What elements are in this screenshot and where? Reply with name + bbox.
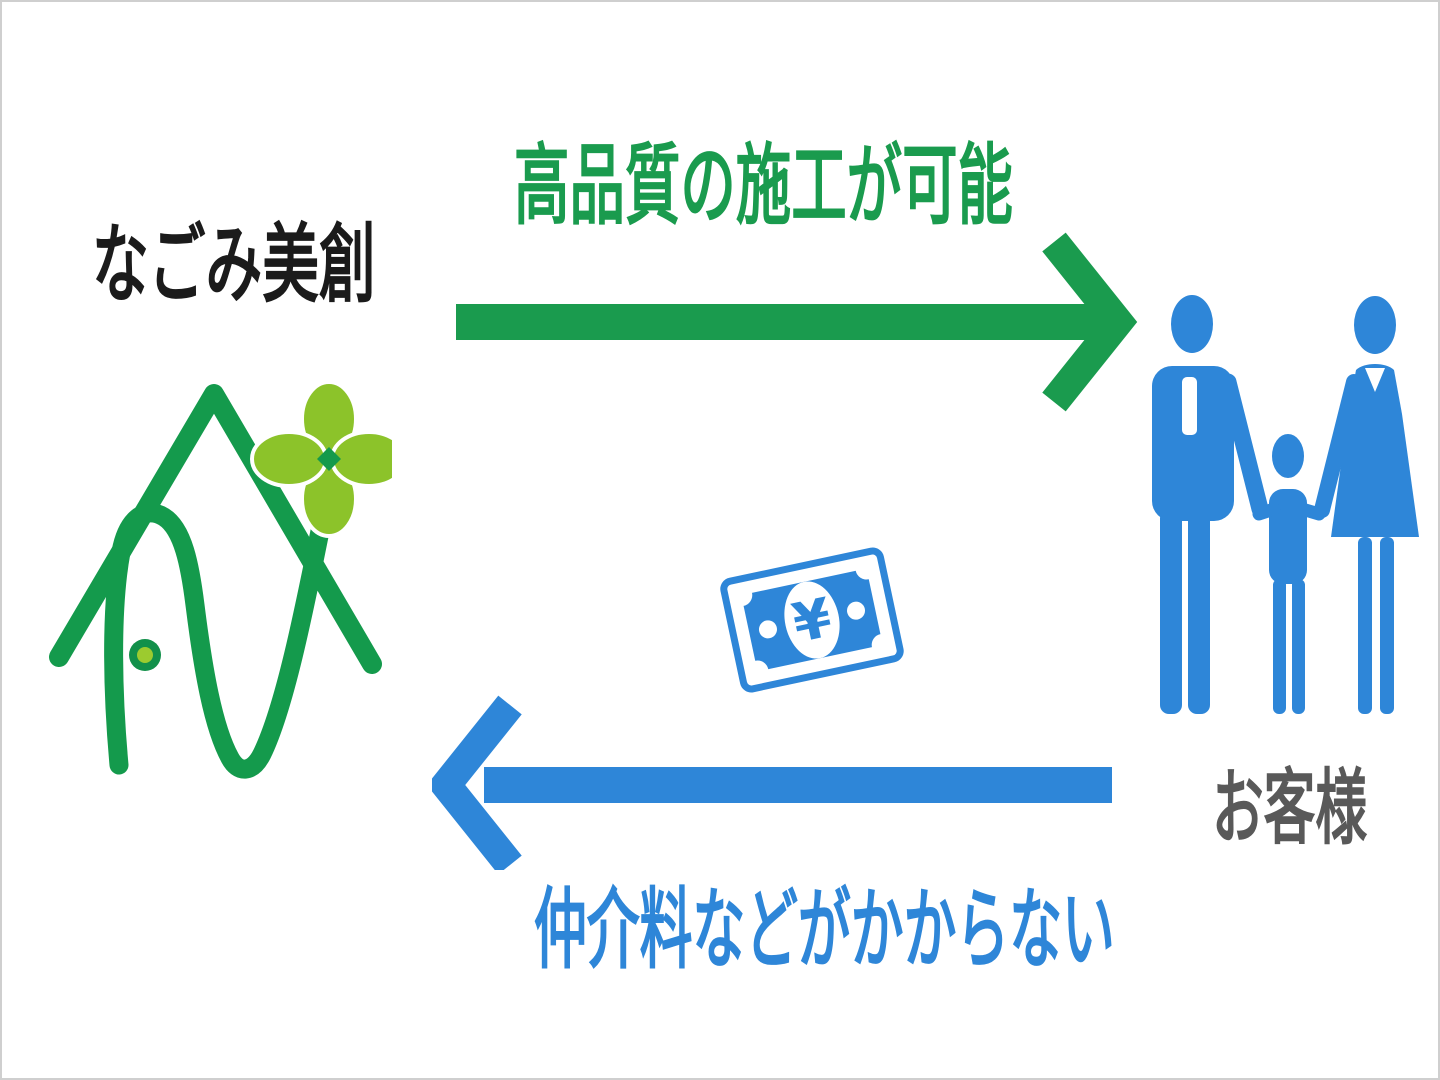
bill-center-oval	[784, 581, 840, 659]
calligraphy-stroke	[104, 501, 334, 779]
arrow-head	[432, 695, 522, 870]
company-name: なごみ美創	[92, 217, 376, 313]
money-bill-icon: ¥	[720, 547, 904, 693]
top-flow-label: 高品質の施工が可能	[514, 136, 1013, 235]
bottom-flow-label: 仲介料などがかからない	[534, 880, 1115, 979]
mother-neckline	[1365, 368, 1385, 392]
arrow-shaft	[456, 304, 1102, 340]
door-dot-center	[137, 647, 153, 663]
blue-arrow-left	[432, 695, 1112, 870]
house-clover-logo	[49, 380, 392, 779]
family-icon	[1152, 295, 1419, 714]
arrow-shaft	[484, 767, 1112, 803]
father-tie-stripe	[1182, 377, 1197, 435]
clover-icon	[250, 380, 392, 538]
family-silhouettes	[1152, 295, 1419, 714]
child-figure	[1252, 434, 1326, 714]
mother-figure	[1314, 296, 1419, 714]
customer-label: お客様	[1212, 763, 1367, 854]
bill-right-dot	[847, 601, 866, 620]
bill-left-dot	[758, 620, 777, 639]
father-figure	[1152, 295, 1269, 714]
arrow-head	[1042, 232, 1138, 412]
green-arrow-right	[456, 232, 1138, 412]
